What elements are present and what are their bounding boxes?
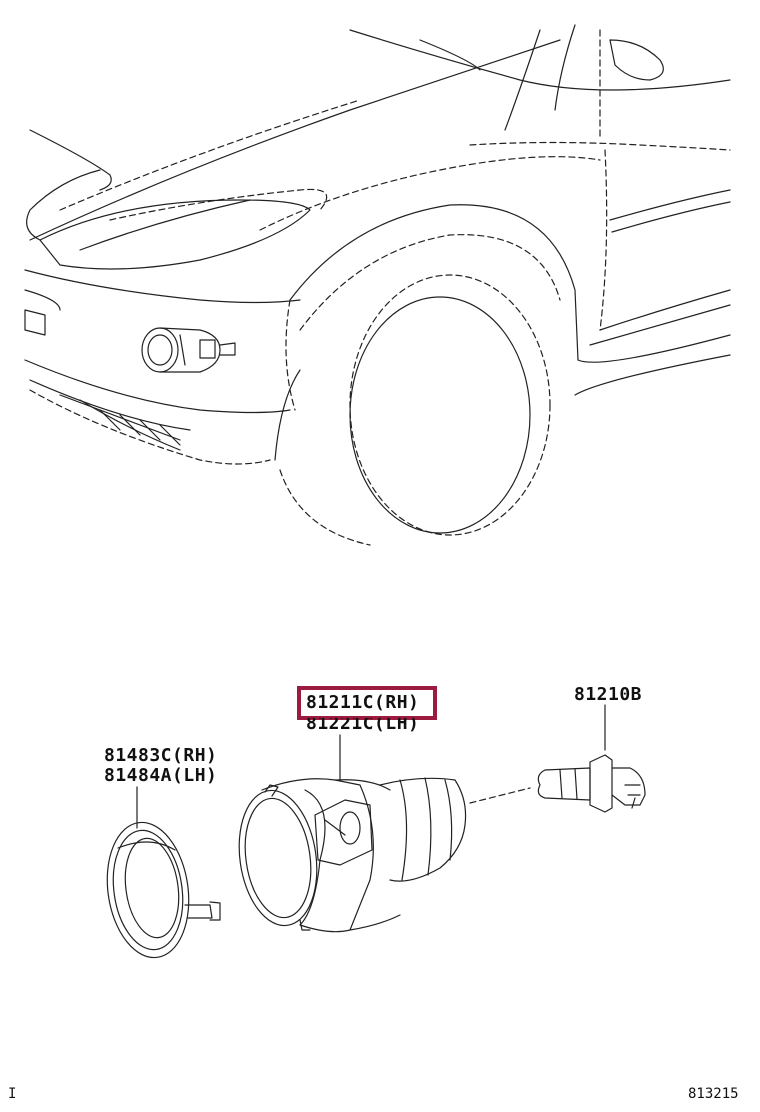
fog-lamp-assembly [238, 777, 467, 933]
part-label-cover-lh[interactable]: 81484A(LH) [104, 765, 218, 786]
vehicle-fog-lamp [141, 327, 236, 373]
assembly-line [469, 787, 531, 804]
diagram-number: 813215 [688, 1086, 739, 1102]
part-label-fog-lamp-lh[interactable]: 81221C(LH) [306, 713, 420, 734]
part-label-bulb[interactable]: 81210B [574, 684, 643, 705]
fog-lamp-cover [106, 821, 221, 959]
fog-lamp-bulb [537, 754, 646, 813]
footer-left-mark: I [8, 1086, 17, 1102]
selected-part-highlight [297, 686, 437, 720]
car-body-outline [24, 24, 731, 546]
part-label-cover-rh[interactable]: 81483C(RH) [104, 745, 218, 766]
part-label-fog-lamp-rh[interactable]: 81211C(RH) [306, 692, 420, 713]
